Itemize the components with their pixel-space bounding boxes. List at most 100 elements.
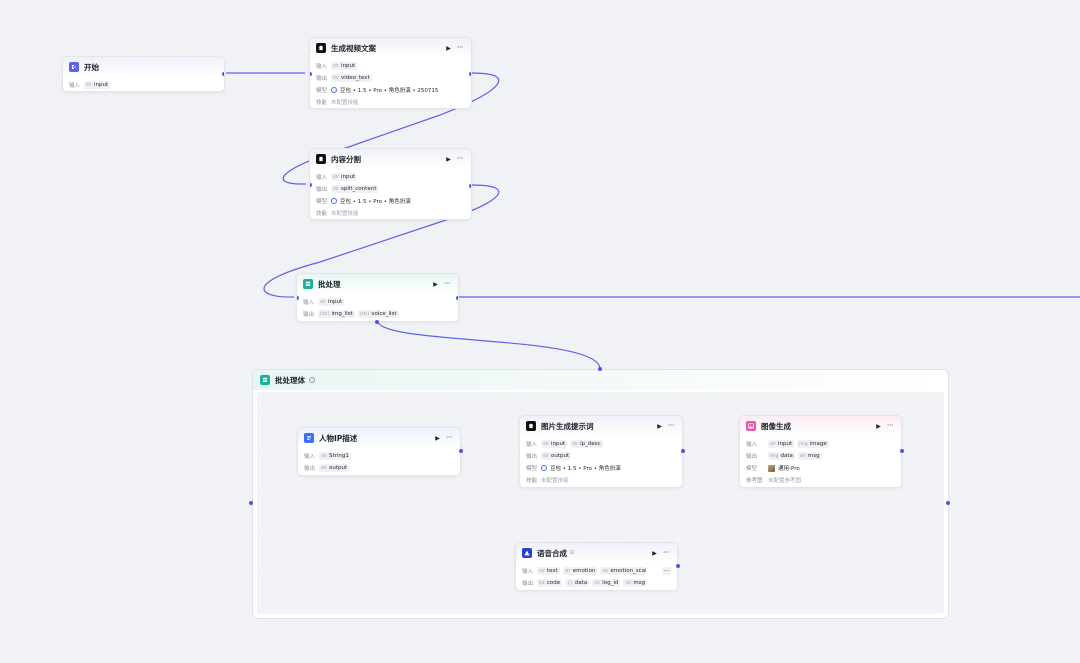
group-inner-end-port[interactable] bbox=[946, 501, 950, 505]
output-port[interactable] bbox=[222, 72, 224, 76]
run-node-button[interactable]: ▶ bbox=[446, 155, 451, 163]
model-row: 模型 通用-Pro bbox=[746, 464, 800, 472]
node-gen-copy-title: 生成视频文案 bbox=[331, 43, 376, 53]
more-options-icon[interactable]: ··· bbox=[456, 43, 464, 52]
node-img-prompt-title: 图片生成提示词 bbox=[541, 421, 594, 431]
input-port[interactable] bbox=[310, 183, 312, 187]
group-input-port[interactable] bbox=[598, 367, 602, 371]
node-person-header: 人物IP描述 ▶ ··· bbox=[298, 428, 460, 448]
node-img-gen-title: 图像生成 bbox=[761, 421, 791, 431]
batch-icon bbox=[260, 375, 270, 385]
run-node-button[interactable]: ▶ bbox=[446, 44, 451, 52]
group-inner-start-port[interactable] bbox=[249, 501, 253, 505]
person-desc-output-port[interactable] bbox=[459, 449, 463, 453]
batch-icon bbox=[303, 279, 313, 289]
img-prompt-output-port[interactable] bbox=[681, 449, 685, 453]
doubao-model-icon bbox=[331, 87, 337, 93]
more-options-icon[interactable]: ··· bbox=[662, 548, 670, 557]
more-options-icon[interactable]: ··· bbox=[886, 421, 894, 430]
group-header: 批处理体 i bbox=[253, 370, 948, 390]
skill-row: 技能 未配置技能 bbox=[316, 211, 359, 217]
model-row: 模型 豆包 • 1.5 • Pro • 角色扮演 bbox=[316, 198, 411, 205]
run-node-button[interactable]: ▶ bbox=[433, 280, 438, 288]
node-split-header: 内容分割 ▶ ··· bbox=[310, 149, 471, 169]
tts-output-port[interactable] bbox=[676, 564, 680, 568]
plugin-badge-icon: ⊡ bbox=[570, 550, 575, 556]
output-port[interactable] bbox=[469, 184, 471, 188]
input-port[interactable] bbox=[310, 72, 312, 76]
tts-icon bbox=[522, 548, 532, 558]
batch-bottom-port[interactable] bbox=[375, 320, 379, 324]
node-img-prompt-header: 图片生成提示词 ▶ ··· bbox=[520, 416, 682, 436]
edge-batch-to-group bbox=[377, 321, 601, 370]
play-flow-icon bbox=[69, 62, 79, 72]
run-node-button[interactable]: ▶ bbox=[657, 422, 662, 430]
node-gen-copy-header: 生成视频文案 ▶ ··· bbox=[310, 38, 471, 58]
group-title: 批处理体 bbox=[275, 375, 305, 385]
node-start-header: 开始 bbox=[63, 57, 224, 77]
img-gen-output-port[interactable] bbox=[900, 449, 904, 453]
node-img-gen-header: 图像生成 ▶ ··· bbox=[740, 416, 901, 436]
node-person-title: 人物IP描述 bbox=[319, 433, 358, 443]
llm-icon bbox=[316, 154, 326, 164]
param-tag: [str]img_list bbox=[318, 310, 355, 318]
text-doc-icon bbox=[304, 433, 314, 443]
more-options-icon[interactable]: ··· bbox=[445, 433, 453, 442]
node-tts-header: 语音合成 ⊡ ▶ ··· bbox=[516, 543, 677, 563]
model-row: 模型 豆包 • 1.5 • Pro • 角色扮演 • 250715 bbox=[316, 87, 439, 94]
output-port[interactable] bbox=[469, 72, 471, 76]
node-split-title: 内容分割 bbox=[331, 154, 361, 164]
run-node-button[interactable]: ▶ bbox=[876, 422, 881, 430]
more-params-icon[interactable]: ··· bbox=[661, 567, 671, 575]
doubao-model-icon bbox=[331, 198, 337, 204]
more-options-icon[interactable]: ··· bbox=[456, 154, 464, 163]
more-options-icon[interactable]: ··· bbox=[443, 279, 451, 288]
run-node-button[interactable]: ▶ bbox=[652, 549, 657, 557]
node-start-title: 开始 bbox=[84, 62, 99, 72]
skill-row: 技能 未配置技能 bbox=[526, 478, 569, 484]
doubao-model-icon bbox=[541, 465, 547, 471]
input-port[interactable] bbox=[297, 296, 299, 300]
run-node-button[interactable]: ▶ bbox=[435, 434, 440, 442]
more-options-icon[interactable]: ··· bbox=[667, 421, 675, 430]
info-icon[interactable]: i bbox=[309, 377, 315, 383]
skill-row: 技能 未配置技能 bbox=[316, 100, 359, 106]
param-tag: {}data bbox=[565, 579, 590, 587]
output-port[interactable] bbox=[456, 296, 458, 300]
